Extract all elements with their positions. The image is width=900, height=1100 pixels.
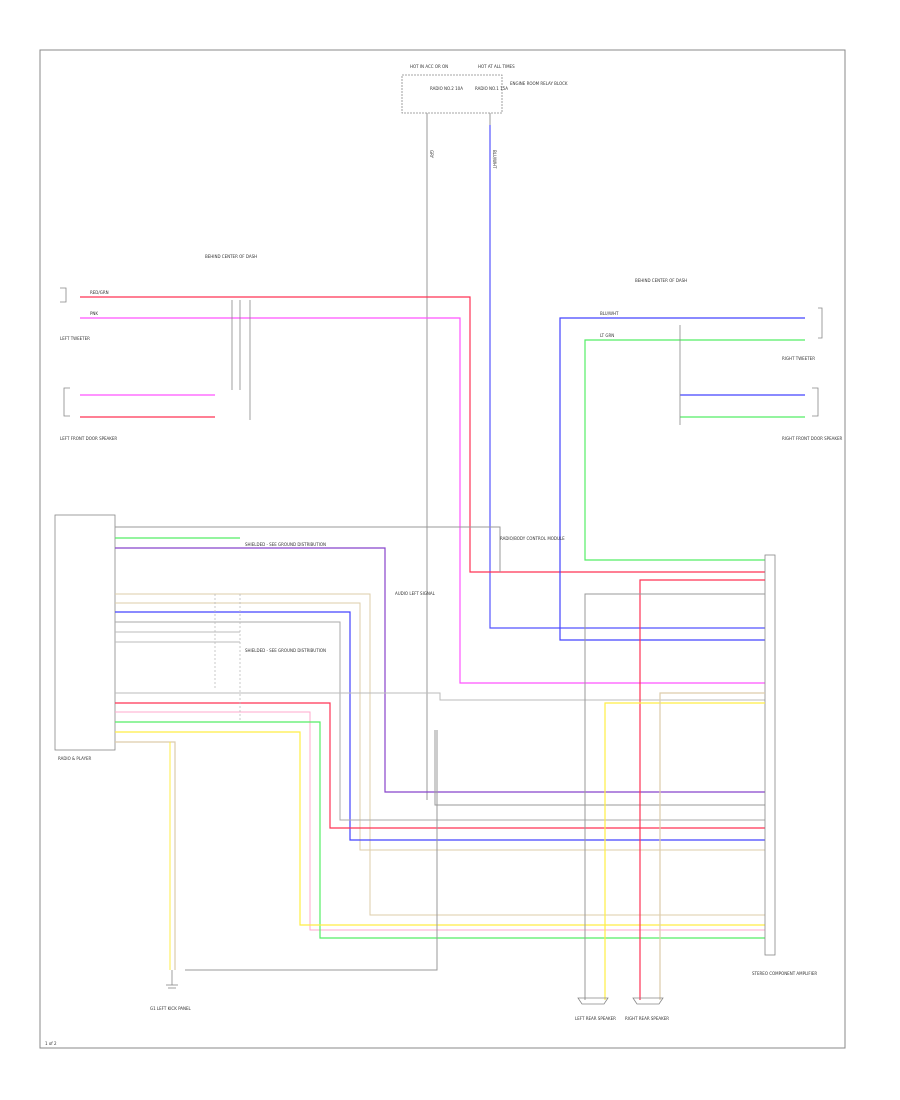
left-front-door-speaker-label: LEFT FRONT DOOR SPEAKER <box>60 436 117 441</box>
right-connector-title: BEHIND CENTER OF DASH <box>635 278 687 283</box>
stereo-amp-box <box>764 554 776 956</box>
radio-unit-label: RADIO & PLAYER <box>58 756 92 761</box>
page-number: 1 of 2 <box>45 1041 57 1046</box>
top-fuse-block: HOT IN ACC OR ON HOT AT ALL TIMES RADIO … <box>401 64 568 169</box>
red-wire-label: RED/GRN <box>90 290 109 295</box>
left-speaker-group: BEHIND CENTER OF DASH LEFT TWEETER LEFT … <box>60 254 257 441</box>
shield-note-mid: SHIELDED - SEE GROUND DISTRIBUTION <box>245 648 326 653</box>
right-rear-speaker-symbol: RIGHT REAR SPEAKER <box>625 997 669 1021</box>
radio-tan-wire-2 <box>115 602 765 851</box>
shield-note-top: SHIELDED - SEE GROUND DISTRIBUTION <box>245 542 326 547</box>
amp-tan-rear-wire <box>659 692 765 1000</box>
left-rear-speaker-label: LEFT REAR SPEAKER <box>575 1016 616 1021</box>
radio-gray-wire-5 <box>115 692 765 701</box>
radio-yellow-wire <box>115 731 765 926</box>
radio-unit-box <box>54 514 116 751</box>
amp-gray-rear-wire <box>584 593 765 1000</box>
radio-purple-wire <box>115 547 765 793</box>
left-tweeter-red-wire <box>80 296 765 573</box>
radio-tan-wire-3 <box>115 741 176 970</box>
radio-gray-wire-2 <box>115 621 765 821</box>
right-green-label: LT GRN <box>600 333 614 338</box>
left-tweeter-pink-wire <box>80 317 765 684</box>
left-tweeter-label: LEFT TWEETER <box>60 336 90 341</box>
ground-symbol: G1 LEFT KICK PANEL <box>150 970 192 1011</box>
right-rear-speaker-label: RIGHT REAR SPEAKER <box>625 1016 669 1021</box>
amp-red-rear-wire <box>639 579 765 1000</box>
fuse-left-label: RADIO NO.2 10A <box>430 86 463 91</box>
right-speaker-group: BEHIND CENTER OF DASH RIGHT TWEETER RIGH… <box>635 278 843 441</box>
radio-pink-wire-2 <box>115 711 765 931</box>
amp-yellow-rear-wire <box>604 702 765 1000</box>
right-tweeter-green-wire <box>584 339 805 561</box>
fuse-right-title: HOT AT ALL TIMES <box>478 64 515 69</box>
gray-amp-feed <box>434 730 765 806</box>
right-tweeter-blue-wire <box>559 317 805 641</box>
fuse-box-label: ENGINE ROOM RELAY BLOCK <box>510 81 568 86</box>
fuse-left-title: HOT IN ACC OR ON <box>410 64 448 69</box>
radio-blue-wire-1 <box>115 611 765 841</box>
stereo-amp-label: STEREO COMPONENT AMPLIFIER <box>752 971 817 976</box>
wire-gry-label: GRY <box>429 150 434 159</box>
radio-green-wire-2 <box>115 721 765 939</box>
left-rear-speaker-symbol: LEFT REAR SPEAKER <box>575 997 616 1021</box>
bluwht-feed-wire <box>489 125 765 629</box>
ground-return-wire <box>185 730 438 971</box>
fuse-right-label: RADIO NO.1 15A <box>475 86 508 91</box>
radio-red-wire-2 <box>115 702 765 829</box>
diagram-frame <box>39 49 846 1049</box>
right-front-door-speaker-label: RIGHT FRONT DOOR SPEAKER <box>782 436 843 441</box>
wire-bluwht-label: BLU/WHT <box>492 150 497 169</box>
pink-wire-label: PNK <box>90 311 98 316</box>
center-note: RADIO/BODY CONTROL MODULE <box>500 536 565 541</box>
right-tweeter-label: RIGHT TWEETER <box>782 356 815 361</box>
radio-tan-wire-1 <box>115 593 765 916</box>
radio-gray-top-wire <box>115 526 501 572</box>
left-connector-title: BEHIND CENTER OF DASH <box>205 254 257 259</box>
ground-label: G1 LEFT KICK PANEL <box>150 1006 192 1011</box>
right-blue-label: BLU/WHT <box>600 311 619 316</box>
mid-note: AUDIO LEFT SIGNAL <box>395 591 436 596</box>
